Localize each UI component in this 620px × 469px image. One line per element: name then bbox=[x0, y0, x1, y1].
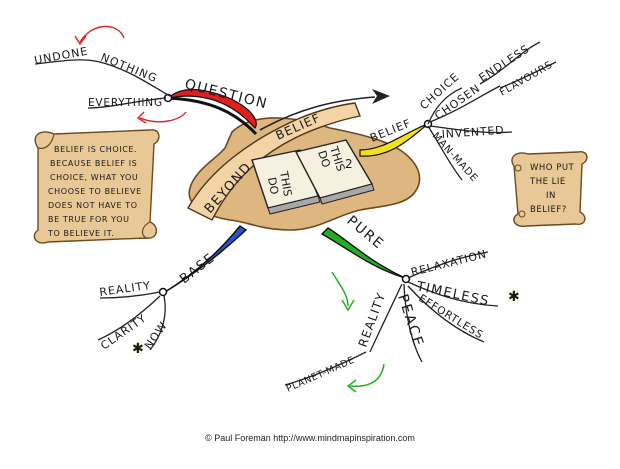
belief-is-choice-scroll: BELIEF IS CHOICE. BECAUSE BELIEF IS CHOI… bbox=[33, 129, 160, 244]
scroll-line-3: CHOICE, WHAT YOU bbox=[50, 173, 138, 182]
scroll-right-line-1: WHO PUT bbox=[530, 163, 575, 173]
word-undone: UNDONE bbox=[33, 45, 89, 67]
star-icon-timeless: ✱ bbox=[508, 289, 520, 305]
scroll-line-5: DOES NOT HAVE TO bbox=[48, 201, 138, 210]
scroll-right-line-2: THE LIE bbox=[529, 177, 566, 187]
word-everything: EVERYTHING bbox=[88, 97, 163, 109]
pure-node bbox=[401, 274, 411, 284]
green-arrow-bottom bbox=[349, 363, 385, 388]
beyond-arrow-head bbox=[372, 89, 390, 104]
question-branch bbox=[165, 88, 257, 129]
beyond-arrow-shaft bbox=[259, 96, 376, 131]
scroll-right-line-3: IN bbox=[546, 191, 556, 201]
word-reality-pure: REALITY bbox=[356, 290, 389, 349]
red-loop-arrow-top bbox=[79, 25, 125, 43]
scroll-line-4: CHOOSE TO BELIEVE bbox=[48, 187, 142, 196]
book-left-this: THIS bbox=[277, 169, 294, 197]
sparkle-timeless bbox=[504, 286, 524, 306]
scroll-line-2: BECAUSE BELIEF IS bbox=[50, 159, 137, 168]
word-planet-made: PLANET-MADE bbox=[285, 355, 357, 395]
word-relaxation: RELAXATION bbox=[410, 248, 488, 279]
scroll-line-1: BELIEF IS CHOICE. bbox=[54, 145, 137, 154]
question-title: QUESTION bbox=[183, 76, 270, 112]
scroll-line-6: BE TRUE FOR YOU bbox=[48, 215, 130, 224]
book-left-do: DO bbox=[265, 176, 281, 195]
beyond-belief-banner bbox=[187, 102, 361, 221]
scroll-right-line-4: BELIEF? bbox=[530, 205, 567, 215]
book-right-do: DO bbox=[315, 149, 333, 170]
word-invented: INVENTED bbox=[441, 124, 504, 141]
book-right-2: 2 bbox=[345, 157, 353, 171]
base-title: BASE bbox=[177, 251, 218, 288]
book-right: DO THIS 2 bbox=[294, 139, 375, 205]
sparkle-now bbox=[128, 338, 148, 358]
word-nothing: NOTHING bbox=[99, 51, 160, 86]
word-reality-base: REALITY bbox=[99, 279, 152, 299]
red-loop-arrow-bottom bbox=[139, 111, 187, 123]
green-arrow-top bbox=[331, 271, 349, 307]
star-icon-now: ✱ bbox=[132, 341, 144, 357]
who-put-the-lie-scroll: WHO PUT THE LIE IN BELIEF? bbox=[511, 151, 588, 227]
base-node bbox=[158, 287, 168, 297]
copyright-footer: © Paul Foreman http://www.mindmapinspira… bbox=[205, 433, 415, 443]
book-left: DO THIS bbox=[251, 149, 321, 215]
scroll-line-7: TO BELIEVE IT. bbox=[47, 229, 114, 238]
